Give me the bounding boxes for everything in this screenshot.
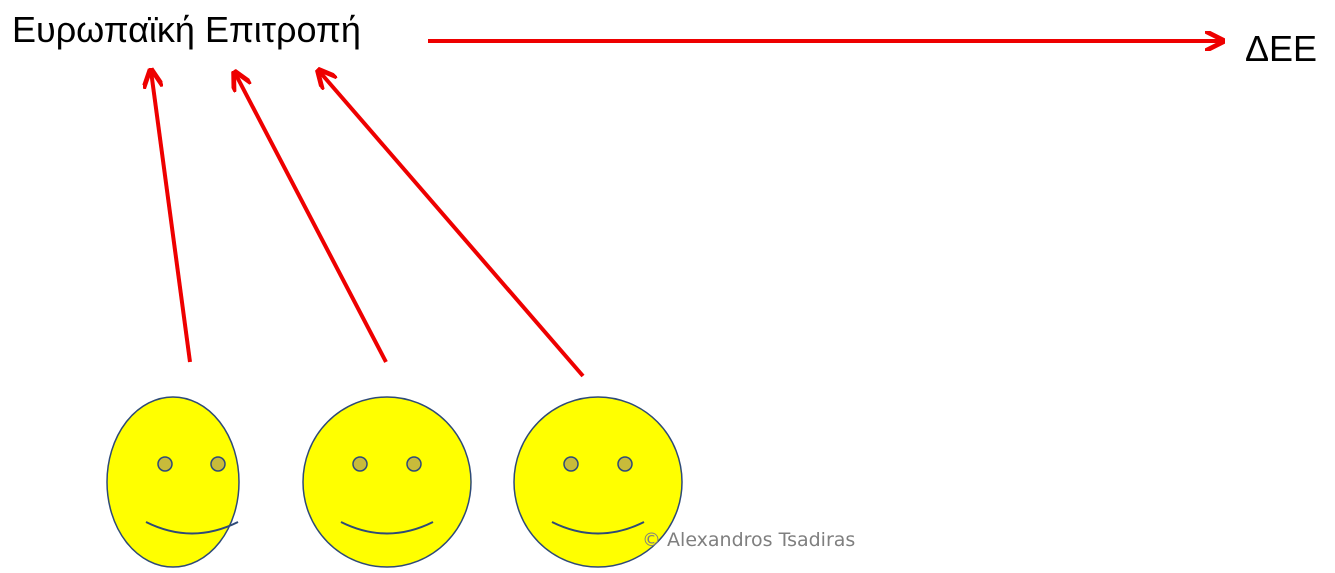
arrow-face-2-up — [235, 73, 388, 363]
arrow-face-1-up — [151, 71, 192, 363]
smile — [340, 521, 434, 535]
arrow-face-3-up — [319, 71, 585, 378]
left-eye — [157, 456, 173, 472]
right-eye — [617, 456, 633, 472]
smiley-face-2 — [302, 396, 472, 568]
right-eye — [406, 456, 422, 472]
label-european-commission: Ευρωπαϊκή Επιτροπή — [12, 9, 361, 50]
label-dee: ΔΕΕ — [1245, 28, 1318, 69]
left-eye — [563, 456, 579, 472]
smile — [145, 521, 239, 535]
right-eye — [210, 456, 226, 472]
left-eye — [352, 456, 368, 472]
smiley-face-1 — [106, 396, 240, 568]
smile — [551, 521, 645, 535]
smiley-face-3 — [513, 396, 683, 568]
copyright-text: © Alexandros Tsadiras — [642, 529, 856, 551]
